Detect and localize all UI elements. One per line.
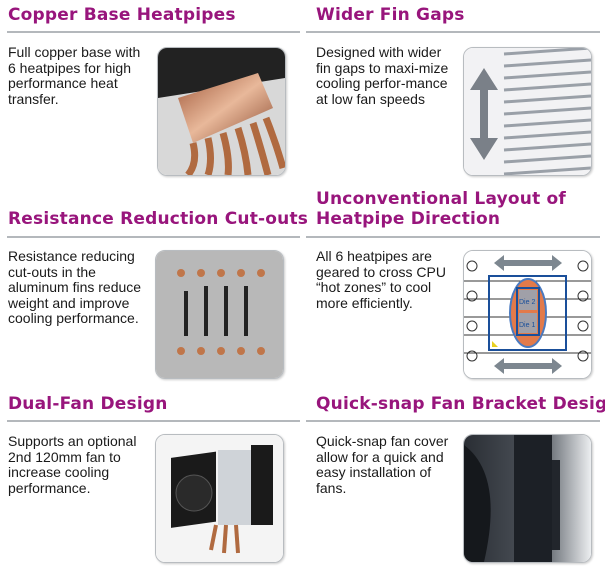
feature-desc-copper-base: Full copper base with 6 heatpipes for hi… [8,44,141,107]
divider [7,236,300,238]
divider [7,31,300,33]
feature-desc-heatpipe-layout: All 6 heatpipes are geared to cross CPU … [316,248,446,311]
feature-title-line-2: Heatpipe Direction [316,209,501,229]
divider [306,31,600,33]
copper-base-photo [157,47,286,176]
feature-title-wider-fin-gaps: Wider Fin Gaps [316,5,465,25]
feature-desc-wider-fin-gaps: Designed with wider fin gaps to maxi-miz… [316,44,449,107]
die-1-label: Die 1 [519,322,536,329]
feature-title-dual-fan: Dual-Fan Design [8,394,168,414]
feature-title-heatpipe-layout: Unconventional Layout of Heatpipe Direct… [316,189,566,229]
divider [7,420,300,422]
divider [306,236,600,238]
feature-title-cut-outs: Resistance Reduction Cut-outs [8,209,309,229]
feature-title-quick-snap: Quick-snap Fan Bracket Design [316,394,605,414]
feature-title-copper-base: Copper Base Heatpipes [8,5,236,25]
dual-fan-cooler-photo [155,434,284,563]
fan-bracket-photo [463,434,592,563]
divider [306,420,600,422]
die-2-label: Die 2 [519,299,536,306]
feature-desc-dual-fan: Supports an optional 2nd 120mm fan to in… [8,433,137,496]
feature-title-line-1: Unconventional Layout of [316,189,566,209]
feature-desc-cut-outs: Resistance reducing cut-outs in the alum… [8,248,142,327]
feature-desc-quick-snap: Quick-snap fan cover allow for a quick a… [316,433,449,496]
fin-cutouts-photo [155,250,284,379]
heatpipe-layout-diagram: Die 2 Die 1 [463,250,592,379]
fin-gaps-photo [463,47,592,176]
